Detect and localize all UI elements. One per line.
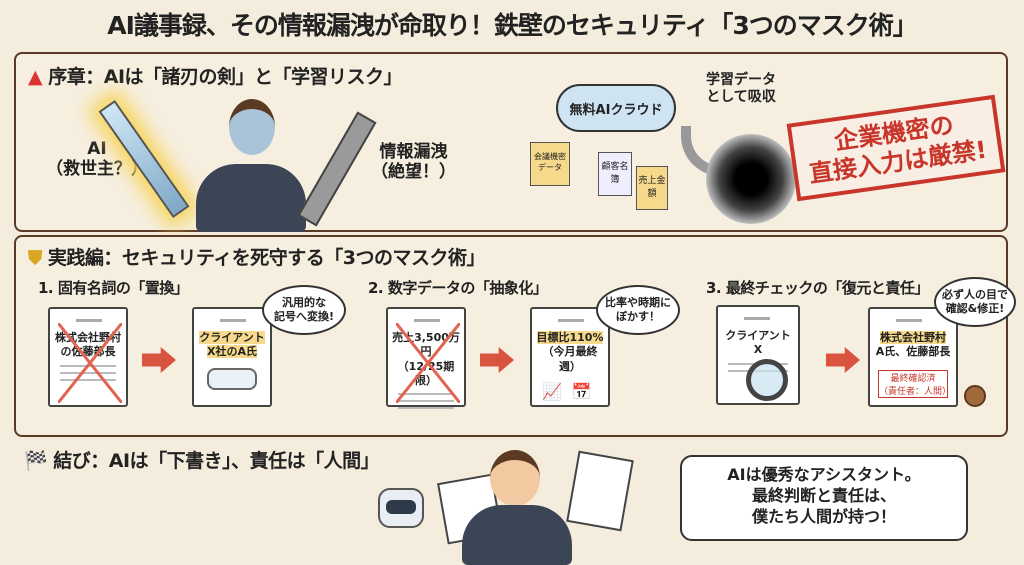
broken-sword-icon	[297, 111, 377, 227]
chart-growth-icon: 📈	[542, 381, 562, 401]
shield-icon: ⛊	[28, 247, 42, 269]
bubble-text: 確認&修正!	[945, 302, 1005, 315]
ai-sub-text: （救世主？）	[46, 159, 148, 180]
cross-mark-icon	[58, 323, 122, 403]
checkered-flag-icon: 🏁	[24, 450, 48, 472]
bubble-text: 汎用的な	[282, 295, 326, 309]
businessman-body	[462, 505, 572, 565]
leak-sub-text: （絶望！）	[371, 162, 456, 183]
doc-label: 会議機密データ	[534, 152, 566, 172]
right-arrow-icon	[480, 347, 514, 373]
doc-customers: 顧客名簿	[598, 152, 632, 196]
robot-icon	[378, 488, 424, 528]
cloud-label: 無料AIクラウド	[569, 102, 663, 118]
step-2-title: 2. 数字データの「抽象化」	[368, 279, 548, 297]
leak-label: 情報漏洩（絶望！）	[371, 142, 456, 183]
conclusion-heading: 🏁 結び：AIは「下書き」、責任は「人間」	[24, 446, 380, 473]
doc-text: クライアントX	[725, 329, 791, 357]
worried-businessman	[221, 99, 281, 169]
speech-bubble: 必ず人の目で確認&修正!	[934, 277, 1016, 327]
practice-section: ⛊ 実践編：セキュリティを死守する「3つのマスク術」 1. 固有名詞の「置換」 …	[14, 235, 1016, 437]
doc-sales: 売上金額	[636, 166, 668, 210]
bubble-text: 記号へ変換!	[273, 310, 335, 323]
doc-text: A氏、佐藤部長	[875, 345, 951, 359]
leak-label-text: 情報漏洩	[379, 142, 448, 162]
doc-text: 株式会社野村	[880, 331, 946, 344]
absorb-label: 学習データ として吸収	[706, 72, 776, 105]
practice-heading: ⛊ 実践編：セキュリティを死守する「3つのマスク術」	[28, 243, 485, 270]
approval-stamp: 最終確認済 （責任者：人間）	[878, 369, 952, 398]
document-after: 目標比110%（今月最終週） 📈 📅	[530, 307, 610, 407]
conclusion-heading-text: 結び：AIは「下書き」、責任は「人間」	[53, 450, 380, 472]
bubble-text: 比率や時期に	[605, 295, 671, 309]
page-title: AI議事録、その情報漏洩が命取り！鉄壁のセキュリティ「3つのマスク術」	[107, 11, 918, 40]
conclusion-speech-bubble: AIは優秀なアシスタント。 最終判断と責任は、 僕たち人間が持つ！	[680, 455, 968, 541]
doc-text: 目標比110%	[536, 331, 604, 344]
magnifying-glass-icon	[746, 359, 788, 401]
speech-line: AIは優秀なアシスタント。	[727, 465, 921, 484]
doc-label: 顧客名簿	[601, 162, 629, 185]
prohibited-stamp: 企業機密の直接入力は厳禁!	[786, 94, 1006, 201]
speech-line: 僕たち人間が持つ！	[751, 506, 896, 526]
stamp-text: （責任者：人間）	[879, 386, 952, 397]
speech-line: 最終判断と責任は、	[751, 485, 896, 505]
black-hole-icon	[706, 134, 796, 224]
doc-text: （今月最終週）	[542, 345, 598, 373]
businessman-body	[196, 164, 306, 232]
hanko-stamp-icon	[964, 385, 986, 407]
intro-section: ▲ 序章：AIは「諸刃の剣」と「学習リスク」 AI（救世主？） 情報漏洩（絶望！…	[14, 52, 1008, 232]
mask-icon	[207, 367, 257, 390]
document-before: 売上3,500万円（12/25期限）	[386, 307, 466, 410]
bubble-text: ぼかす！	[616, 310, 660, 323]
intro-heading-text: 序章：AIは「諸刃の剣」と「学習リスク」	[48, 66, 403, 88]
stamp-text: 最終確認済	[890, 373, 936, 384]
intro-heading: ▲ 序章：AIは「諸刃の剣」と「学習リスク」	[28, 62, 403, 89]
doc-label: 売上金額	[638, 176, 666, 199]
doc-confidential: 会議機密データ	[530, 142, 570, 186]
right-arrow-icon	[826, 347, 860, 373]
calendar-icon: 📅	[571, 381, 592, 401]
final-document-icon	[566, 450, 634, 532]
doc-text: クライアント	[199, 331, 265, 344]
warning-icon: ▲	[28, 66, 43, 88]
practice-heading-text: 実践編：セキュリティを死守する「3つのマスク術」	[47, 247, 486, 269]
ai-label: AI（救世主？）	[46, 139, 148, 180]
speech-bubble: 汎用的な記号へ変換!	[262, 285, 346, 335]
step-3-title: 3. 最終チェックの「復元と責任」	[706, 279, 929, 297]
doc-text: X社のA氏	[207, 345, 257, 359]
smiling-businessman	[490, 450, 540, 506]
cloud-icon: 無料AIクラウド	[556, 84, 676, 132]
cross-mark-icon	[396, 323, 460, 403]
right-arrow-icon	[142, 347, 176, 373]
bubble-text: 必ず人の目で	[942, 287, 1008, 301]
document-before: 株式会社野村の佐藤部長	[48, 307, 128, 407]
step-1-title: 1. 固有名詞の「置換」	[38, 279, 189, 297]
ai-label-text: AI	[87, 139, 107, 159]
speech-bubble: 比率や時期にぼかす！	[596, 285, 680, 335]
